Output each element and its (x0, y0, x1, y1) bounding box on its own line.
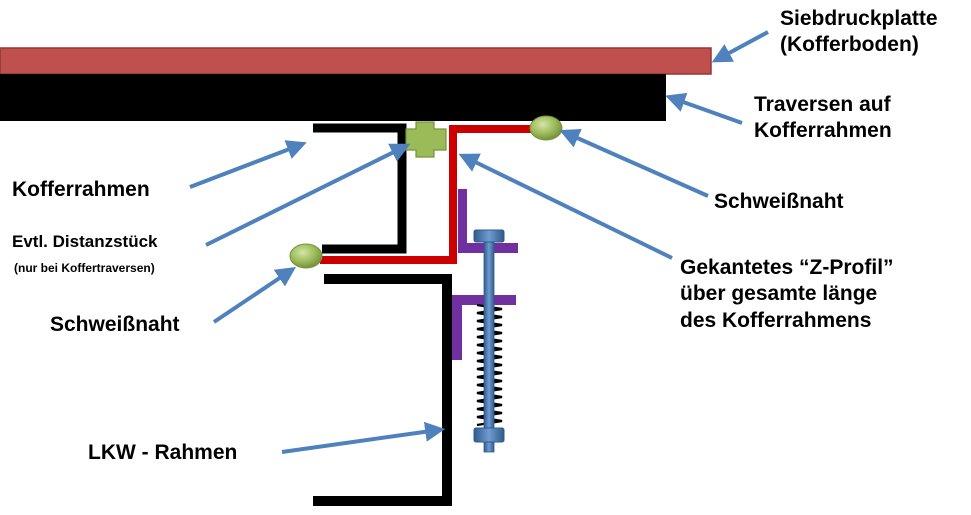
label-z-profil-line1: Gekantetes “Z-Profil” (680, 256, 894, 279)
label-z-profil: Gekantetes “Z-Profil” über gesamte länge… (680, 255, 894, 334)
label-schweissnaht-right: Schweißnaht (714, 190, 844, 213)
weld-right (529, 115, 563, 141)
lkw-rahmen-profile (313, 274, 452, 506)
weld-left (289, 243, 323, 269)
siebdruckplatte-plate (0, 47, 712, 75)
label-siebdruckplatte-line1: Siebdruckplatte (780, 7, 938, 30)
label-schweissnaht-left: Schweißnaht (50, 313, 180, 336)
arrow-distanzstueck (205, 143, 411, 247)
bolt (473, 229, 505, 453)
arrow-schweissnaht-left (212, 266, 296, 324)
traversen-beam (0, 74, 666, 121)
label-z-profil-line2: über gesamte länge (680, 282, 878, 306)
label-z-profil-line3: des Kofferrahmens (680, 308, 872, 332)
arrow-traversen (665, 92, 743, 125)
label-distanzstueck: Evtl. Distanzstück (12, 232, 158, 251)
label-lkw-rahmen: LKW - Rahmen (88, 441, 238, 464)
distanzstueck-piece (405, 121, 447, 158)
arrow-siebdruckplatte (711, 30, 769, 63)
label-traversen: Traversen auf Kofferrahmen (754, 92, 892, 145)
z-profil (320, 125, 545, 264)
label-siebdruckplatte: Siebdruckplatte (Kofferboden) (780, 6, 938, 59)
label-distanzstueck-note: (nur bei Koffertraversen) (14, 261, 155, 275)
arrow-kofferrahmen (189, 140, 307, 189)
spring (476, 303, 503, 427)
arrow-z-profil (458, 153, 673, 260)
label-traversen-line2: Kofferrahmen (754, 119, 892, 143)
label-traversen-line1: Traversen auf (754, 93, 891, 116)
label-siebdruckplatte-line2: (Kofferboden) (780, 33, 919, 57)
label-kofferrahmen: Kofferrahmen (12, 178, 150, 201)
kofferrahmen-profile (313, 123, 407, 254)
arrow-schweissnaht-right (559, 129, 709, 198)
arrow-lkw-rahmen (281, 421, 446, 454)
